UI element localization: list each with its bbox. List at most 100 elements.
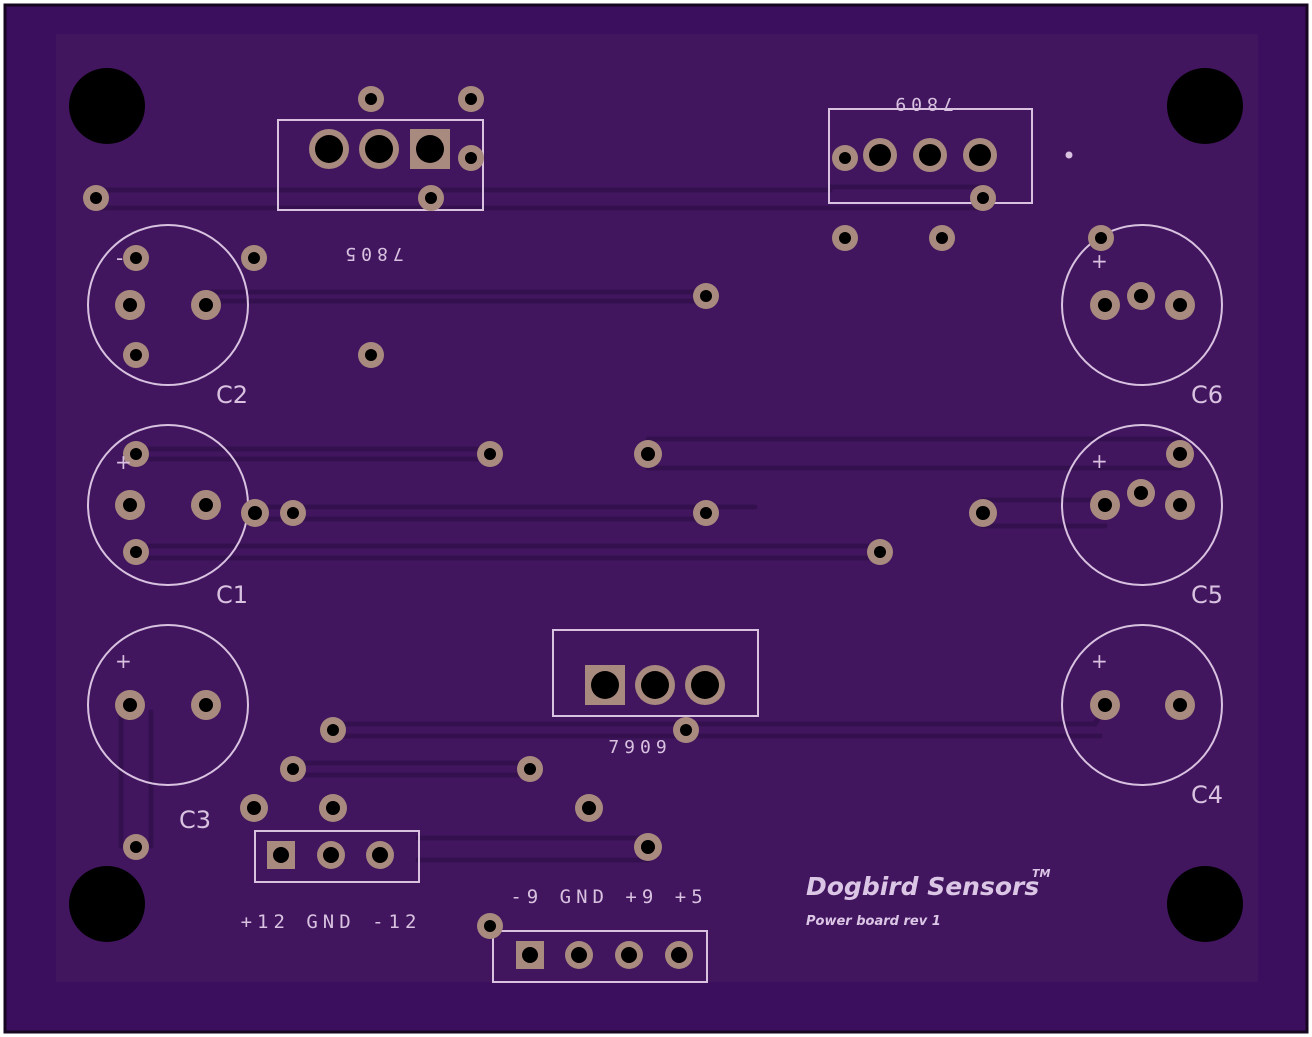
mounting-hole-bottom-left — [69, 866, 145, 942]
c2-outline — [87, 224, 249, 386]
connector-right-outline — [492, 930, 708, 983]
capacitor-pad-drill — [199, 498, 213, 512]
capacitor-pad-drill — [1098, 298, 1112, 312]
c3-label: C3 — [179, 806, 211, 834]
capacitor-pad-drill — [123, 298, 137, 312]
silkscreen-labels: 7805 7809 7909 C2 C1 C3 C6 C5 C4 - + + +… — [115, 93, 1223, 933]
c5-outline — [1061, 424, 1223, 586]
via-drill — [425, 192, 437, 204]
regulator-pad-drill — [691, 671, 719, 699]
c4-outline — [1061, 624, 1223, 786]
via-drill — [641, 840, 655, 854]
via-drill — [287, 507, 299, 519]
c5-label: C5 — [1191, 581, 1223, 609]
capacitor-pad-drill — [1173, 498, 1187, 512]
capacitor-pad-drill — [199, 298, 213, 312]
via-drill — [247, 801, 261, 815]
mounting-hole-bottom-right — [1167, 866, 1243, 942]
capacitor-pad-drill — [1098, 698, 1112, 712]
c5-polarity-plus: + — [1091, 449, 1108, 473]
connector-pad-drill — [671, 947, 687, 963]
brand-name: Dogbird Sensors — [806, 872, 1039, 901]
capacitor-pad-drill — [130, 349, 142, 361]
via-drill — [680, 724, 692, 736]
capacitor-pad-drill — [1173, 698, 1187, 712]
via-drill — [524, 763, 536, 775]
via-drill — [465, 93, 477, 105]
via-drill — [248, 252, 260, 264]
regulator-pad-drill — [969, 144, 991, 166]
capacitor-pad-drill — [123, 698, 137, 712]
via-drill — [839, 232, 851, 244]
connector-pad-pin1-drill — [522, 947, 538, 963]
c4-label: C4 — [1191, 781, 1223, 809]
regulator-pad-drill — [315, 135, 343, 163]
u7805-label: 7805 — [340, 243, 403, 264]
capacitor-pad-drill — [1173, 298, 1187, 312]
via-drill — [839, 152, 851, 164]
capacitor-pad-drill — [123, 498, 137, 512]
c4-polarity-plus: + — [1091, 649, 1108, 673]
connector-pad-drill — [621, 947, 637, 963]
c1-label: C1 — [216, 581, 248, 609]
via-drill — [248, 506, 262, 520]
via-drill — [582, 801, 596, 815]
c2-polarity-minus: - — [116, 246, 123, 270]
via-drill — [700, 290, 712, 302]
regulator-pad-drill — [869, 144, 891, 166]
regulator-pad-drill — [641, 671, 669, 699]
c6-outline — [1061, 224, 1223, 386]
via-drill — [1095, 232, 1107, 244]
u7809-label: 7809 — [890, 93, 953, 114]
mounting-hole-top-left — [69, 68, 145, 144]
c2-label: C2 — [216, 381, 248, 409]
u7805-outline — [277, 119, 484, 211]
capacitor-pad-drill — [199, 698, 213, 712]
via-drill — [365, 93, 377, 105]
capacitor-pad-drill — [130, 448, 142, 460]
branding: Dogbird Sensors TM Power board rev 1 — [806, 867, 1051, 929]
c3-polarity-plus: + — [115, 649, 132, 673]
capacitor-pad-drill — [130, 546, 142, 558]
capacitor-pad-drill — [1134, 486, 1148, 500]
c6-polarity-plus: + — [1091, 249, 1108, 273]
capacitor-pad-drill — [130, 252, 142, 264]
via-drill — [977, 192, 989, 204]
u7809-outline — [828, 108, 1033, 204]
component-outlines — [254, 108, 1033, 983]
via-drill — [700, 507, 712, 519]
via-drill — [130, 841, 142, 853]
capacitor-pad-drill — [1098, 498, 1112, 512]
regulator-pad-pin1-drill — [416, 135, 444, 163]
connector-pad-pin1-drill — [273, 847, 289, 863]
regulator-pad-pin1-drill — [591, 671, 619, 699]
via-drill — [874, 546, 886, 558]
c3-outline — [87, 624, 249, 786]
connector-pad-drill — [571, 947, 587, 963]
connector-right-label: -9 GND +9 +5 — [510, 886, 707, 908]
via-drill — [936, 232, 948, 244]
via-drill — [287, 763, 299, 775]
via-drill — [326, 801, 340, 815]
c6-label: C6 — [1191, 381, 1223, 409]
via-drill — [465, 152, 477, 164]
connector-pad-drill — [323, 847, 339, 863]
capacitor-pad-drill — [1134, 289, 1148, 303]
mounting-holes — [69, 68, 1243, 942]
via-drill — [484, 448, 496, 460]
via-drill — [365, 349, 377, 361]
pads — [83, 86, 1195, 969]
capacitor-pad-drill — [1173, 447, 1187, 461]
u7909-label: 7909 — [608, 737, 671, 758]
connector-pad-drill — [372, 847, 388, 863]
via-drill — [484, 920, 496, 932]
mounting-hole-top-right — [1167, 68, 1243, 144]
board-subtitle: Power board rev 1 — [806, 914, 941, 929]
u7909-outline — [552, 629, 759, 717]
via-drill — [641, 447, 655, 461]
connector-left-outline — [254, 830, 420, 883]
connector-left-label: +12 GND -12 — [241, 911, 422, 933]
c1-polarity-plus: + — [115, 450, 132, 474]
brand-trademark: TM — [1032, 867, 1051, 880]
